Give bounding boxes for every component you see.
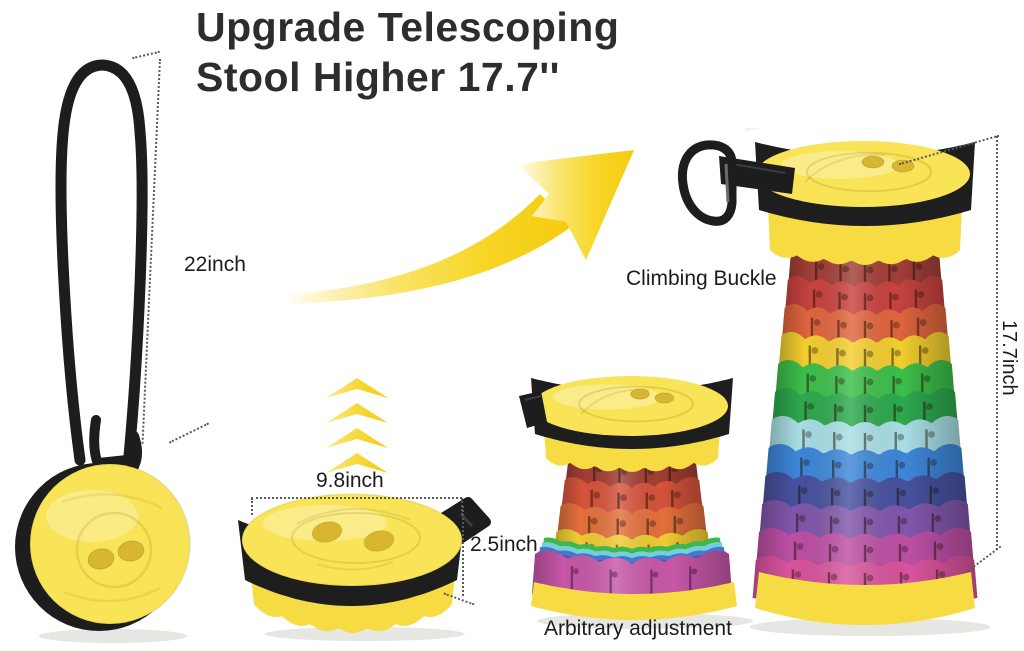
extended-height-label: 17.7inch (998, 320, 1020, 396)
upgrade-arrow-icon (288, 150, 634, 304)
folded-stool-flat (238, 493, 491, 641)
dim-extended-line (996, 136, 998, 550)
folded-stool-hanging (15, 59, 191, 643)
dim-diameter-line (251, 497, 462, 499)
fully-extended-stool (677, 128, 990, 636)
climbing-buckle-label: Climbing Buckle (626, 267, 777, 290)
product-title: Upgrade Telescoping Stool Higher 17.7'' (196, 2, 619, 102)
expand-chevrons-icon (326, 378, 388, 473)
folded-height-label: 2.5inch (470, 533, 538, 556)
carabiner-icon (677, 140, 737, 226)
folded-diameter-label: 9.8inch (316, 469, 384, 492)
dim-folded-height-line (462, 506, 464, 596)
strap-length-label: 22inch (184, 253, 246, 276)
title-line-2: Stool Higher 17.7'' (196, 54, 560, 101)
arbitrary-adjustment-label: Arbitrary adjustment (544, 617, 732, 640)
dim-diameter-tick-left (251, 498, 253, 515)
half-extended-stool (519, 376, 753, 629)
title-line-1: Upgrade Telescoping (196, 4, 620, 50)
